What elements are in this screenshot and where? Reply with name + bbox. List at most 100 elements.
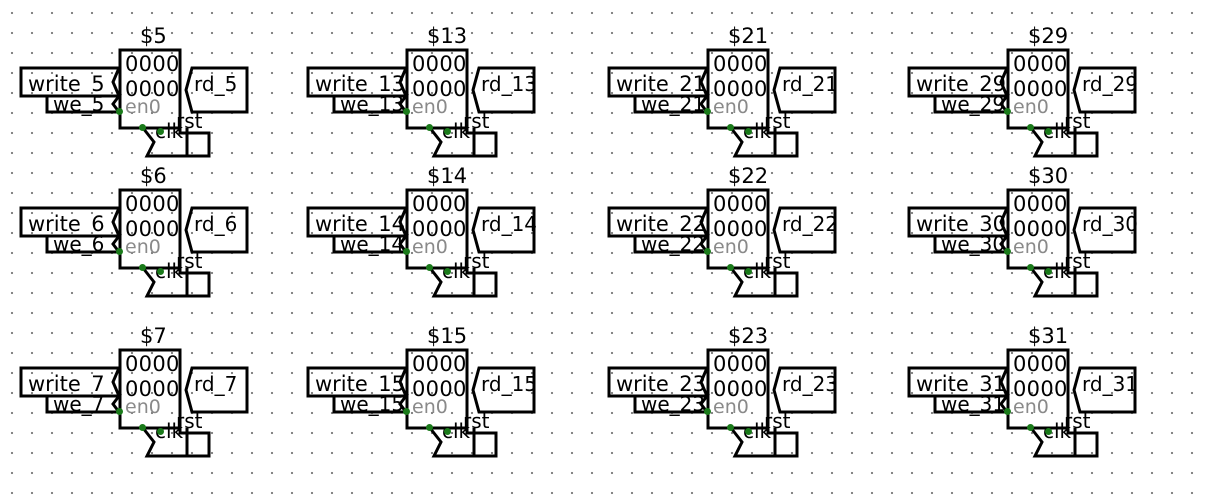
rst-wire — [1066, 428, 1099, 458]
register-value-line-1: 0000 — [125, 352, 180, 376]
rd-output-pin — [184, 366, 249, 414]
register-value-line-2: 0000 — [412, 219, 466, 240]
rd-pin-label: rd_29 — [1082, 72, 1139, 96]
register-body — [706, 188, 770, 270]
we-input-pin — [933, 234, 1010, 254]
register-title: $13 — [427, 24, 468, 48]
register-value-line-2: 0000 — [1013, 79, 1067, 100]
write-input-pin — [19, 66, 122, 98]
register-r21[interactable]: $21 0000 0000 write_21 we_21 en0 rd_21 r… — [607, 18, 907, 178]
register-r14[interactable]: $14 0000 0000 write_14 we_14 en0 rd_14 r… — [306, 158, 606, 318]
register-r30[interactable]: $30 0000 0000 write_30 we_30 en0 rd_30 r… — [907, 158, 1207, 318]
write-input-pin — [907, 206, 1010, 238]
register-r29[interactable]: $29 0000 0000 write_29 we_29 en0 rd_29 r… — [907, 18, 1207, 178]
connection-dot — [116, 248, 123, 255]
register-outline — [607, 48, 837, 158]
connection-dot — [157, 268, 164, 275]
we-pin-label: we_23 — [641, 392, 706, 416]
clk-pin-label: clk — [1043, 119, 1072, 143]
connection-dot — [1004, 408, 1011, 415]
we-input-pin — [332, 94, 409, 114]
register-body — [706, 348, 770, 430]
rd-output-pin — [471, 206, 536, 254]
rst-wire — [766, 428, 799, 458]
register-value-line-1: 0000 — [125, 192, 180, 216]
clk-wire — [729, 267, 777, 298]
register-body — [405, 48, 469, 130]
connection-dot — [1004, 108, 1011, 115]
clk-pin-label: clk — [743, 259, 772, 283]
clk-wire — [1029, 267, 1077, 298]
rst-pin-label: rst — [463, 109, 490, 133]
connection-dot — [704, 108, 711, 115]
en-pin-label: en0 — [125, 396, 161, 418]
register-outline — [607, 188, 837, 298]
connection-dot — [426, 264, 433, 271]
register-r23[interactable]: $23 0000 0000 write_23 we_23 en0 rd_23 r… — [607, 318, 907, 478]
register-r5[interactable]: $5 0000 0000 write_5 we_5 en0 rd_5 rst c… — [19, 18, 319, 178]
we-input-pin — [45, 94, 122, 114]
write-input-pin — [306, 66, 409, 98]
clk-pin-label: clk — [155, 419, 184, 443]
connection-dot — [1027, 124, 1034, 131]
register-r31[interactable]: $31 0000 0000 write_31 we_31 en0 rd_31 r… — [907, 318, 1207, 478]
register-body — [706, 48, 770, 130]
clk-wire — [1029, 427, 1077, 458]
write-input-pin — [306, 206, 409, 238]
rd-pin-label: rd_30 — [1082, 212, 1139, 236]
en-pin-label: en0 — [125, 96, 161, 118]
we-pin-label: we_21 — [641, 92, 706, 116]
rd-pin-label: rd_7 — [194, 372, 238, 396]
register-outline — [607, 348, 837, 458]
register-body — [1006, 348, 1070, 430]
register-title: $29 — [1028, 24, 1069, 48]
write-pin-label: write_31 — [916, 372, 1007, 396]
write-input-pin — [907, 66, 1010, 98]
connection-dot — [444, 128, 451, 135]
register-value-line-2: 0000 — [713, 219, 767, 240]
write-pin-label: write_22 — [616, 212, 707, 236]
connection-dot — [139, 424, 146, 431]
register-outline — [306, 188, 536, 298]
write-pin-label: write_23 — [616, 372, 707, 396]
we-pin-label: we_14 — [340, 232, 405, 256]
register-outline — [19, 48, 249, 158]
we-pin-label: we_6 — [53, 232, 105, 256]
en-pin-label: en0 — [125, 236, 161, 258]
clk-wire — [729, 427, 777, 458]
we-pin-label: we_30 — [941, 232, 1006, 256]
write-input-pin — [306, 366, 409, 398]
connection-dot — [1004, 248, 1011, 255]
rst-pin-label: rst — [764, 249, 791, 273]
rd-pin-label: rd_15 — [481, 372, 538, 396]
register-title: $5 — [140, 24, 167, 48]
register-r7[interactable]: $7 0000 0000 write_7 we_7 en0 rd_7 rst c… — [19, 318, 319, 478]
we-input-pin — [933, 394, 1010, 414]
connection-dot — [403, 248, 410, 255]
connection-dot — [444, 428, 451, 435]
clk-pin-label: clk — [155, 259, 184, 283]
rst-pin-label: rst — [463, 249, 490, 273]
write-input-pin — [907, 366, 1010, 398]
rst-wire — [178, 428, 211, 458]
clk-wire — [428, 127, 476, 158]
connection-dot — [704, 408, 711, 415]
clk-pin-label: clk — [442, 419, 471, 443]
register-r22[interactable]: $22 0000 0000 write_22 we_22 en0 rd_22 r… — [607, 158, 907, 318]
write-pin-label: write_14 — [315, 212, 406, 236]
register-r15[interactable]: $15 0000 0000 write_15 we_15 en0 rd_15 r… — [306, 318, 606, 478]
register-r6[interactable]: $6 0000 0000 write_6 we_6 en0 rd_6 rst c… — [19, 158, 319, 318]
register-r13[interactable]: $13 0000 0000 write_13 we_13 en0 rd_13 r… — [306, 18, 606, 178]
register-outline — [306, 348, 536, 458]
connection-dot — [426, 424, 433, 431]
write-input-pin — [19, 366, 122, 398]
register-value-line-1: 0000 — [412, 52, 467, 76]
rd-output-pin — [1072, 366, 1137, 414]
register-value-line-2: 0000 — [125, 219, 179, 240]
write-input-pin — [607, 66, 710, 98]
register-value-line-2: 0000 — [412, 379, 466, 400]
en-pin-label: en0 — [713, 396, 749, 418]
connection-dot — [139, 124, 146, 131]
connection-dot — [403, 408, 410, 415]
